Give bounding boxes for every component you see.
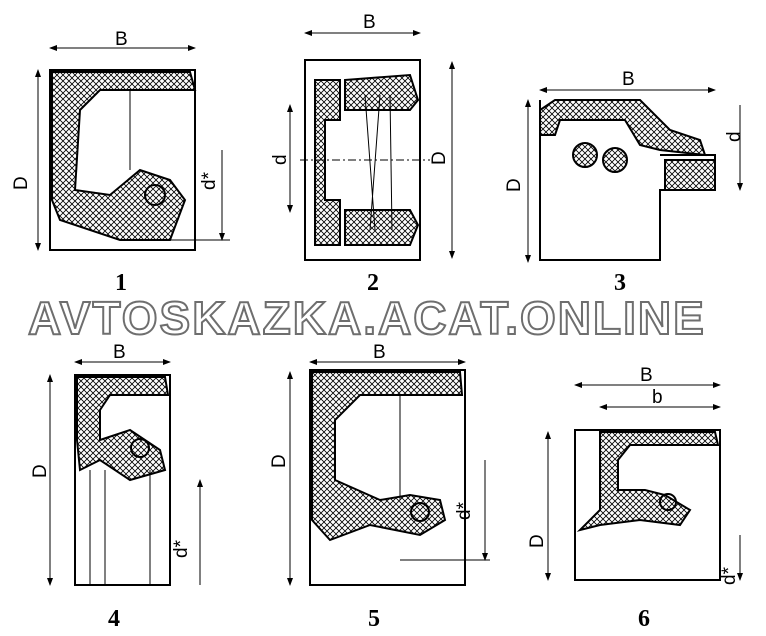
fig2-label-b: B <box>363 12 376 33</box>
watermark: AVTOSKAZKA.ACAT.ONLINE <box>28 292 706 344</box>
fig6-number: 6 <box>638 606 650 632</box>
fig1-label-d-star: d* <box>199 171 220 190</box>
fig4-number: 4 <box>108 606 120 632</box>
fig5-label-b: B <box>373 342 386 363</box>
fig5-label-d: D <box>269 454 290 468</box>
fig6-label-b: B <box>640 365 653 386</box>
fig3-label-d-outer: D <box>504 178 525 192</box>
fig1-number: 1 <box>115 270 127 296</box>
figure-3 <box>525 87 743 263</box>
fig6-label-b-small: b <box>652 387 663 408</box>
fig5-label-d-star: d* <box>454 501 475 520</box>
figure-4 <box>47 359 203 586</box>
figure-5 <box>287 359 490 586</box>
fig3-label-b: B <box>622 69 635 90</box>
fig2-number: 2 <box>367 270 379 296</box>
fig5-number: 5 <box>368 606 380 632</box>
fig4-label-b: B <box>113 342 126 363</box>
fig2-label-d-outer: D <box>429 151 450 165</box>
fig4-label-d-star: d* <box>171 539 192 558</box>
fig1-label-b: B <box>115 29 128 50</box>
fig6-label-d: D <box>527 534 548 548</box>
fig3-number: 3 <box>614 270 626 296</box>
fig4-label-d: D <box>30 464 51 478</box>
figure-1 <box>35 45 230 251</box>
figure-6 <box>545 382 743 581</box>
fig6-label-d-star: d* <box>719 566 740 585</box>
fig3-label-d: d <box>724 131 745 142</box>
fig2-label-d: d <box>270 154 291 165</box>
figure-2 <box>287 30 455 261</box>
fig1-label-d: D <box>11 176 32 190</box>
